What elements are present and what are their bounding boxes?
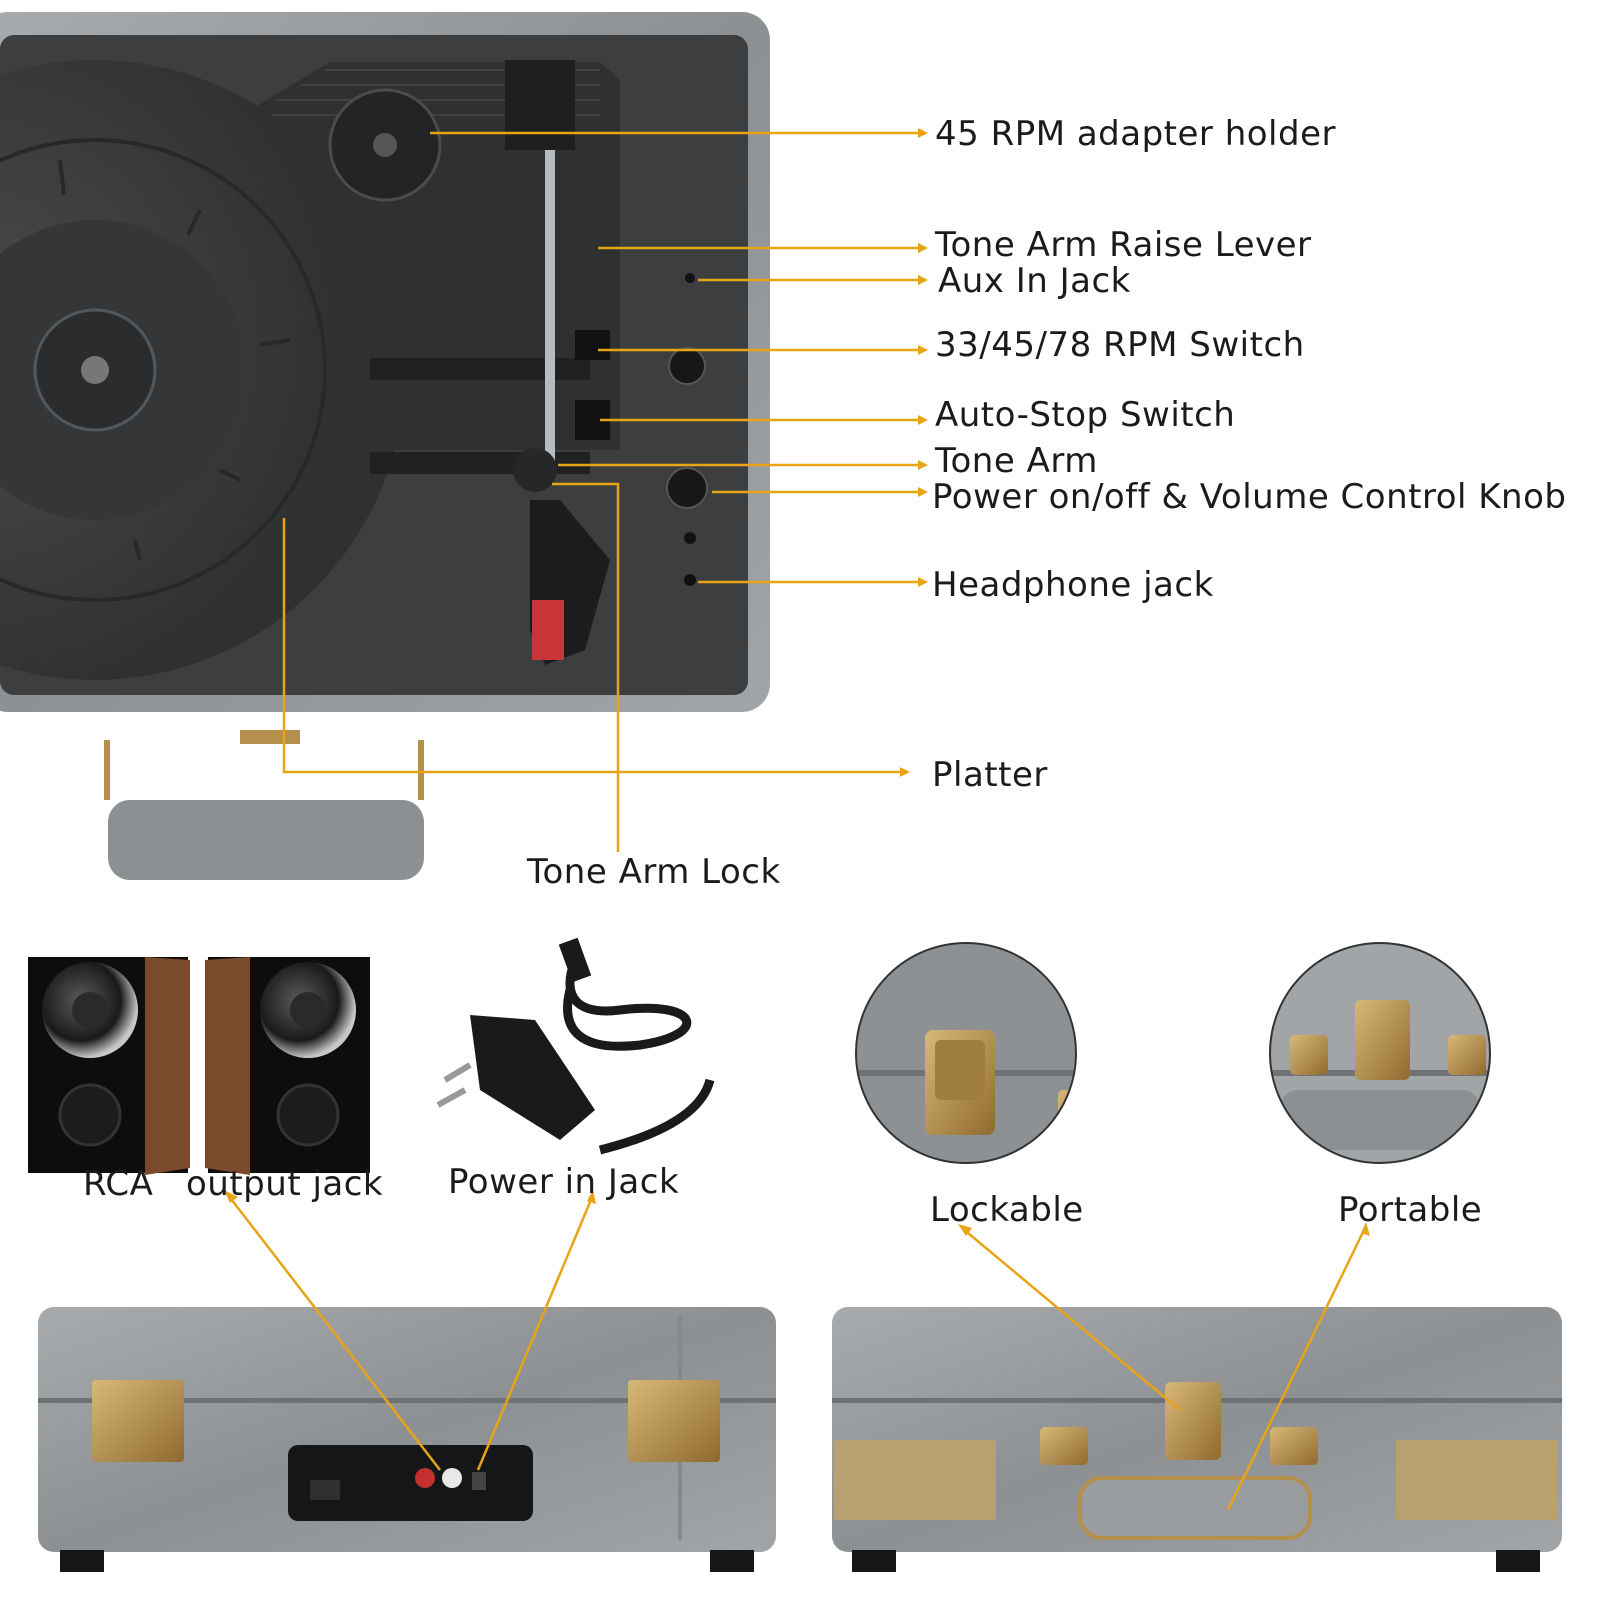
label-lockable: Lockable (930, 1190, 1084, 1230)
label-auto-stop: Auto-Stop Switch (935, 395, 1236, 435)
label-raise-lever: Tone Arm Raise Lever (935, 225, 1312, 265)
leader-rpm-switch (598, 345, 928, 355)
label-aux-in: Aux In Jack (938, 261, 1131, 301)
label-arm-lock: Tone Arm Lock (527, 852, 781, 892)
bookshelf-speakers-photo (28, 957, 370, 1175)
label-adapter-holder: 45 RPM adapter holder (935, 114, 1336, 154)
label-power-volume: Power on/off & Volume Control Knob (932, 477, 1567, 517)
power-adapter-photo (436, 937, 715, 1155)
label-tone-arm: Tone Arm (935, 441, 1098, 481)
leader-power-in (476, 1190, 596, 1471)
label-rca: RCA (83, 1164, 154, 1204)
leader-adapter-holder (430, 128, 928, 138)
leader-portable (1226, 1222, 1370, 1511)
label-output-jack: output jack (186, 1164, 384, 1204)
leader-headphone (698, 577, 928, 587)
label-platter: Platter (932, 755, 1048, 795)
label-power-in: Power in Jack (448, 1162, 680, 1202)
leader-tone-arm (558, 460, 928, 470)
case-back-photo (38, 1307, 776, 1572)
leader-power-volume (712, 487, 928, 497)
leader-raise-lever (598, 243, 928, 253)
label-headphone: Headphone jack (932, 565, 1214, 605)
case-front-photo (832, 1307, 1562, 1572)
latch-closeup-photo (855, 942, 1077, 1164)
leader-arm-lock (552, 482, 620, 852)
handle-closeup-photo (1269, 942, 1491, 1164)
leader-lines (224, 128, 1370, 1511)
leader-aux-in (698, 275, 928, 285)
label-rpm-switch: 33/45/78 RPM Switch (935, 325, 1305, 365)
leader-platter (282, 518, 910, 777)
turntable-photo (0, 12, 770, 880)
leader-rca (224, 1190, 441, 1471)
label-portable: Portable (1338, 1190, 1483, 1230)
leader-auto-stop (600, 415, 928, 425)
leader-lockable (958, 1224, 1181, 1411)
